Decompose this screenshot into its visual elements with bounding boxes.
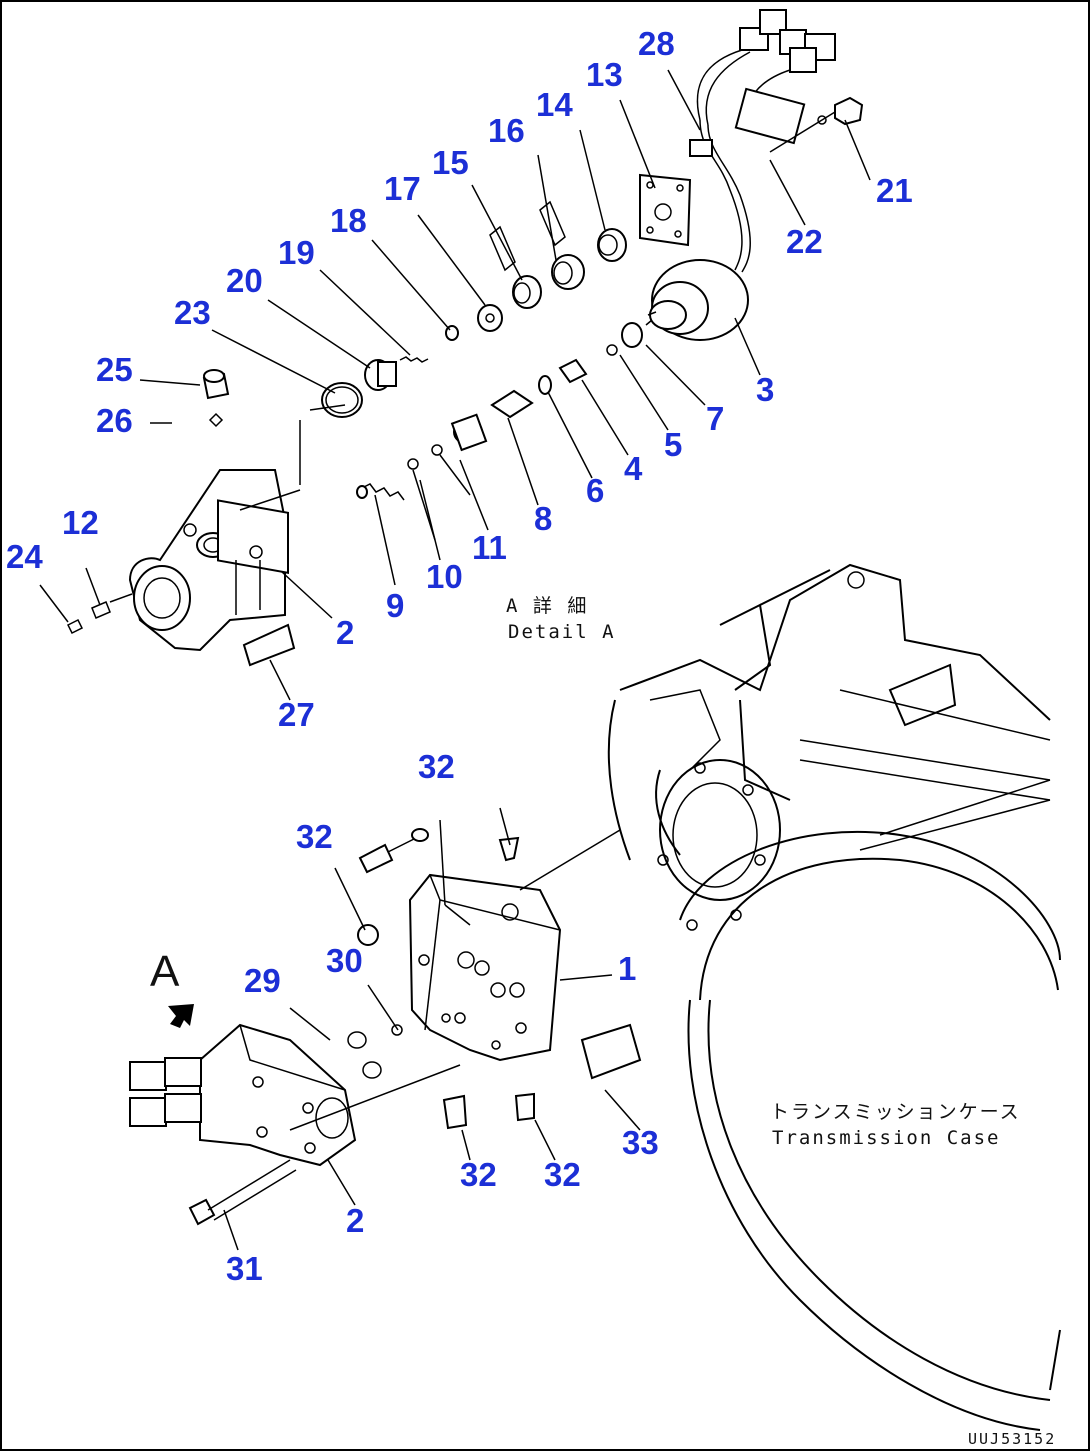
callout-12: 12 [62,504,99,541]
callout-1: 1 [618,950,637,987]
solenoid-plate-13 [639,173,692,247]
callout-18: 18 [330,202,367,239]
callout-32-top: 32 [418,748,455,785]
callout-6: 6 [586,472,605,509]
transmission-case-label-jp: トランスミッションケース [770,1101,1021,1123]
callout-29: 29 [244,962,281,999]
callout-3: 3 [756,371,775,408]
bolts-and-plugs-32 [347,828,535,1130]
callout-31: 31 [226,1250,263,1287]
callout-26: 26 [96,402,133,439]
callout-32-bottom-right: 32 [544,1156,581,1193]
callout-7: 7 [706,400,725,437]
callout-9: 9 [386,587,405,624]
callout-2-upper: 2 [336,614,355,651]
callout-21: 21 [876,172,913,209]
callout-14: 14 [536,86,573,123]
callout-2-lower: 2 [346,1202,365,1239]
callout-16: 16 [488,112,525,149]
callout-11: 11 [472,529,507,566]
solenoid-3 [645,259,749,341]
gasket-33 [580,1023,642,1080]
callout-33: 33 [622,1124,659,1161]
leader-lines-detail [39,69,871,701]
view-a-marker: A [150,947,180,996]
document-id: UUJ53152 [968,1430,1057,1448]
transmission-case-label-en: Transmission Case [772,1127,1001,1149]
callout-28: 28 [638,25,675,62]
transmission-case [607,563,1061,1431]
leader-lines-lower [223,807,641,1251]
callout-13: 13 [586,56,623,93]
callout-25: 25 [96,351,133,388]
spool-parts-row-2 [356,322,643,541]
spool-parts-row-1 [202,200,627,428]
callout-20: 20 [226,262,263,299]
valve-body-2-lower [129,1023,357,1226]
bolt-21 [769,96,864,153]
callout-27: 27 [278,696,315,733]
arrow-view-a [168,1004,194,1028]
valve-body-2-upper [66,469,301,667]
wiring-harness [689,9,836,273]
detail-a-label-en: Detail A [508,621,616,643]
callout-22: 22 [786,223,823,260]
callout-24: 24 [6,538,43,575]
callout-32-left: 32 [296,818,333,855]
callout-10: 10 [426,558,463,595]
callout-30: 30 [326,942,363,979]
callout-5: 5 [664,426,683,463]
callout-32-bottom-left: 32 [460,1156,497,1193]
callout-23: 23 [174,294,211,331]
callout-15: 15 [432,144,469,181]
callout-4: 4 [624,450,643,487]
callout-17: 17 [384,170,421,207]
callout-8: 8 [534,500,553,537]
detail-a-label-jp: A 詳 細 [506,595,589,617]
manifold-block-1 [408,873,562,1062]
callout-19: 19 [278,234,315,271]
